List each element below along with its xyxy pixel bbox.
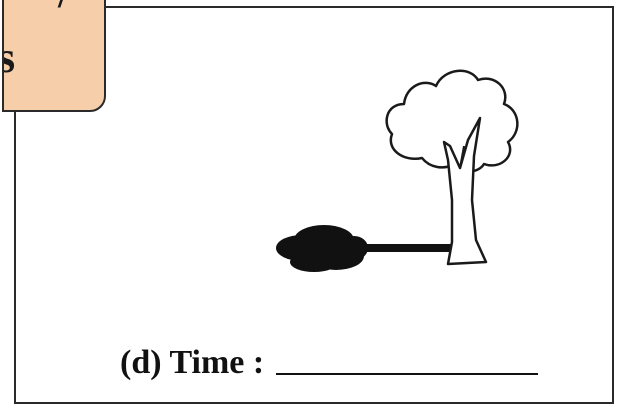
answer-blank-line[interactable] bbox=[276, 373, 539, 375]
shadow-blob bbox=[276, 225, 368, 272]
section-tab: / s bbox=[2, 0, 106, 112]
caption: (d) Time : bbox=[120, 344, 539, 381]
tree-shadow-illustration bbox=[276, 69, 519, 272]
caption-label: (d) Time : bbox=[120, 344, 265, 381]
worksheet-frame: / s (d) Time : bbox=[2, 0, 614, 404]
tree-branch bbox=[459, 145, 465, 169]
shadow-line bbox=[356, 244, 456, 252]
tab-letter-top: / bbox=[58, 0, 69, 14]
tree-trunk bbox=[442, 116, 488, 266]
tab-letter: s bbox=[4, 36, 15, 80]
